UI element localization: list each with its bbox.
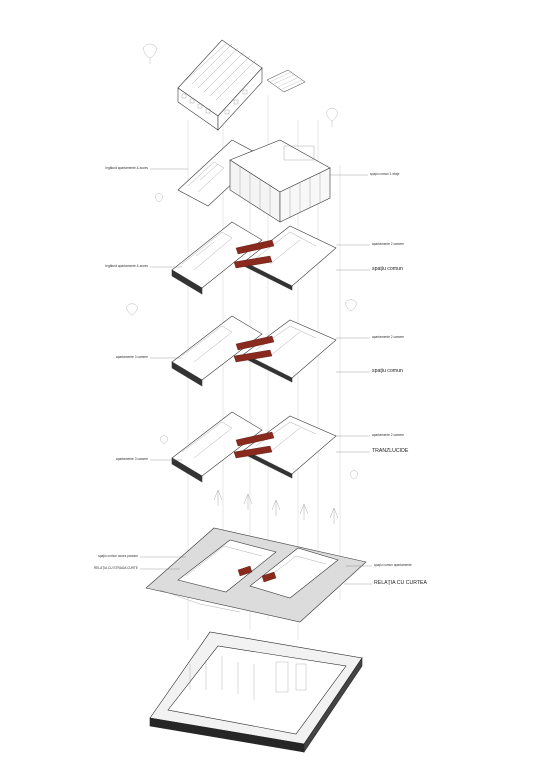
pergola <box>266 69 306 93</box>
label-right-level2a: apartamente 2 camere <box>372 433 405 437</box>
floor-level-2 <box>171 411 337 483</box>
level3-bridge <box>233 335 275 363</box>
floor-level-5 <box>177 139 331 223</box>
label-right-level3a: apartamente 2 camere <box>372 335 405 339</box>
basement-level <box>149 631 363 753</box>
floor-level-4 <box>171 221 337 295</box>
label-left-level3: apartamente 3 camere <box>115 355 148 359</box>
label-right-ground-b: RELAŢIA CU CURTEA <box>374 580 427 586</box>
label-right-level4b: spaţiu comun <box>372 266 403 272</box>
floor-level-3 <box>171 315 337 387</box>
trees-row <box>213 489 339 524</box>
label-left-ground-a: spaţiu comun acces parcare <box>98 554 138 558</box>
level4-bridge <box>233 239 275 269</box>
sky-decorations <box>125 43 359 480</box>
label-right-level2b: TRANZLUCIDE <box>372 448 409 454</box>
roof-volume <box>177 39 263 131</box>
label-left-ground-b: RELAŢIA CU STRADA CURTE <box>93 566 138 570</box>
label-right-level5: spaţiu comun 1 etaje <box>370 172 400 176</box>
ground-level <box>145 527 367 623</box>
level2-bridge <box>233 431 275 459</box>
label-leaders <box>140 168 372 585</box>
label-right-ground-a: spaţiu comun apartamente <box>374 563 412 567</box>
label-right-level3b: spaţiu comun <box>372 368 403 374</box>
label-left-level2: apartamente 3 camere <box>115 457 148 461</box>
label-right-level4a: apartamente 2 camere <box>372 242 405 246</box>
label-left-level5: legătură apartamente & acces <box>105 166 148 170</box>
label-left-level4: legătură apartamente & acces <box>105 264 148 268</box>
